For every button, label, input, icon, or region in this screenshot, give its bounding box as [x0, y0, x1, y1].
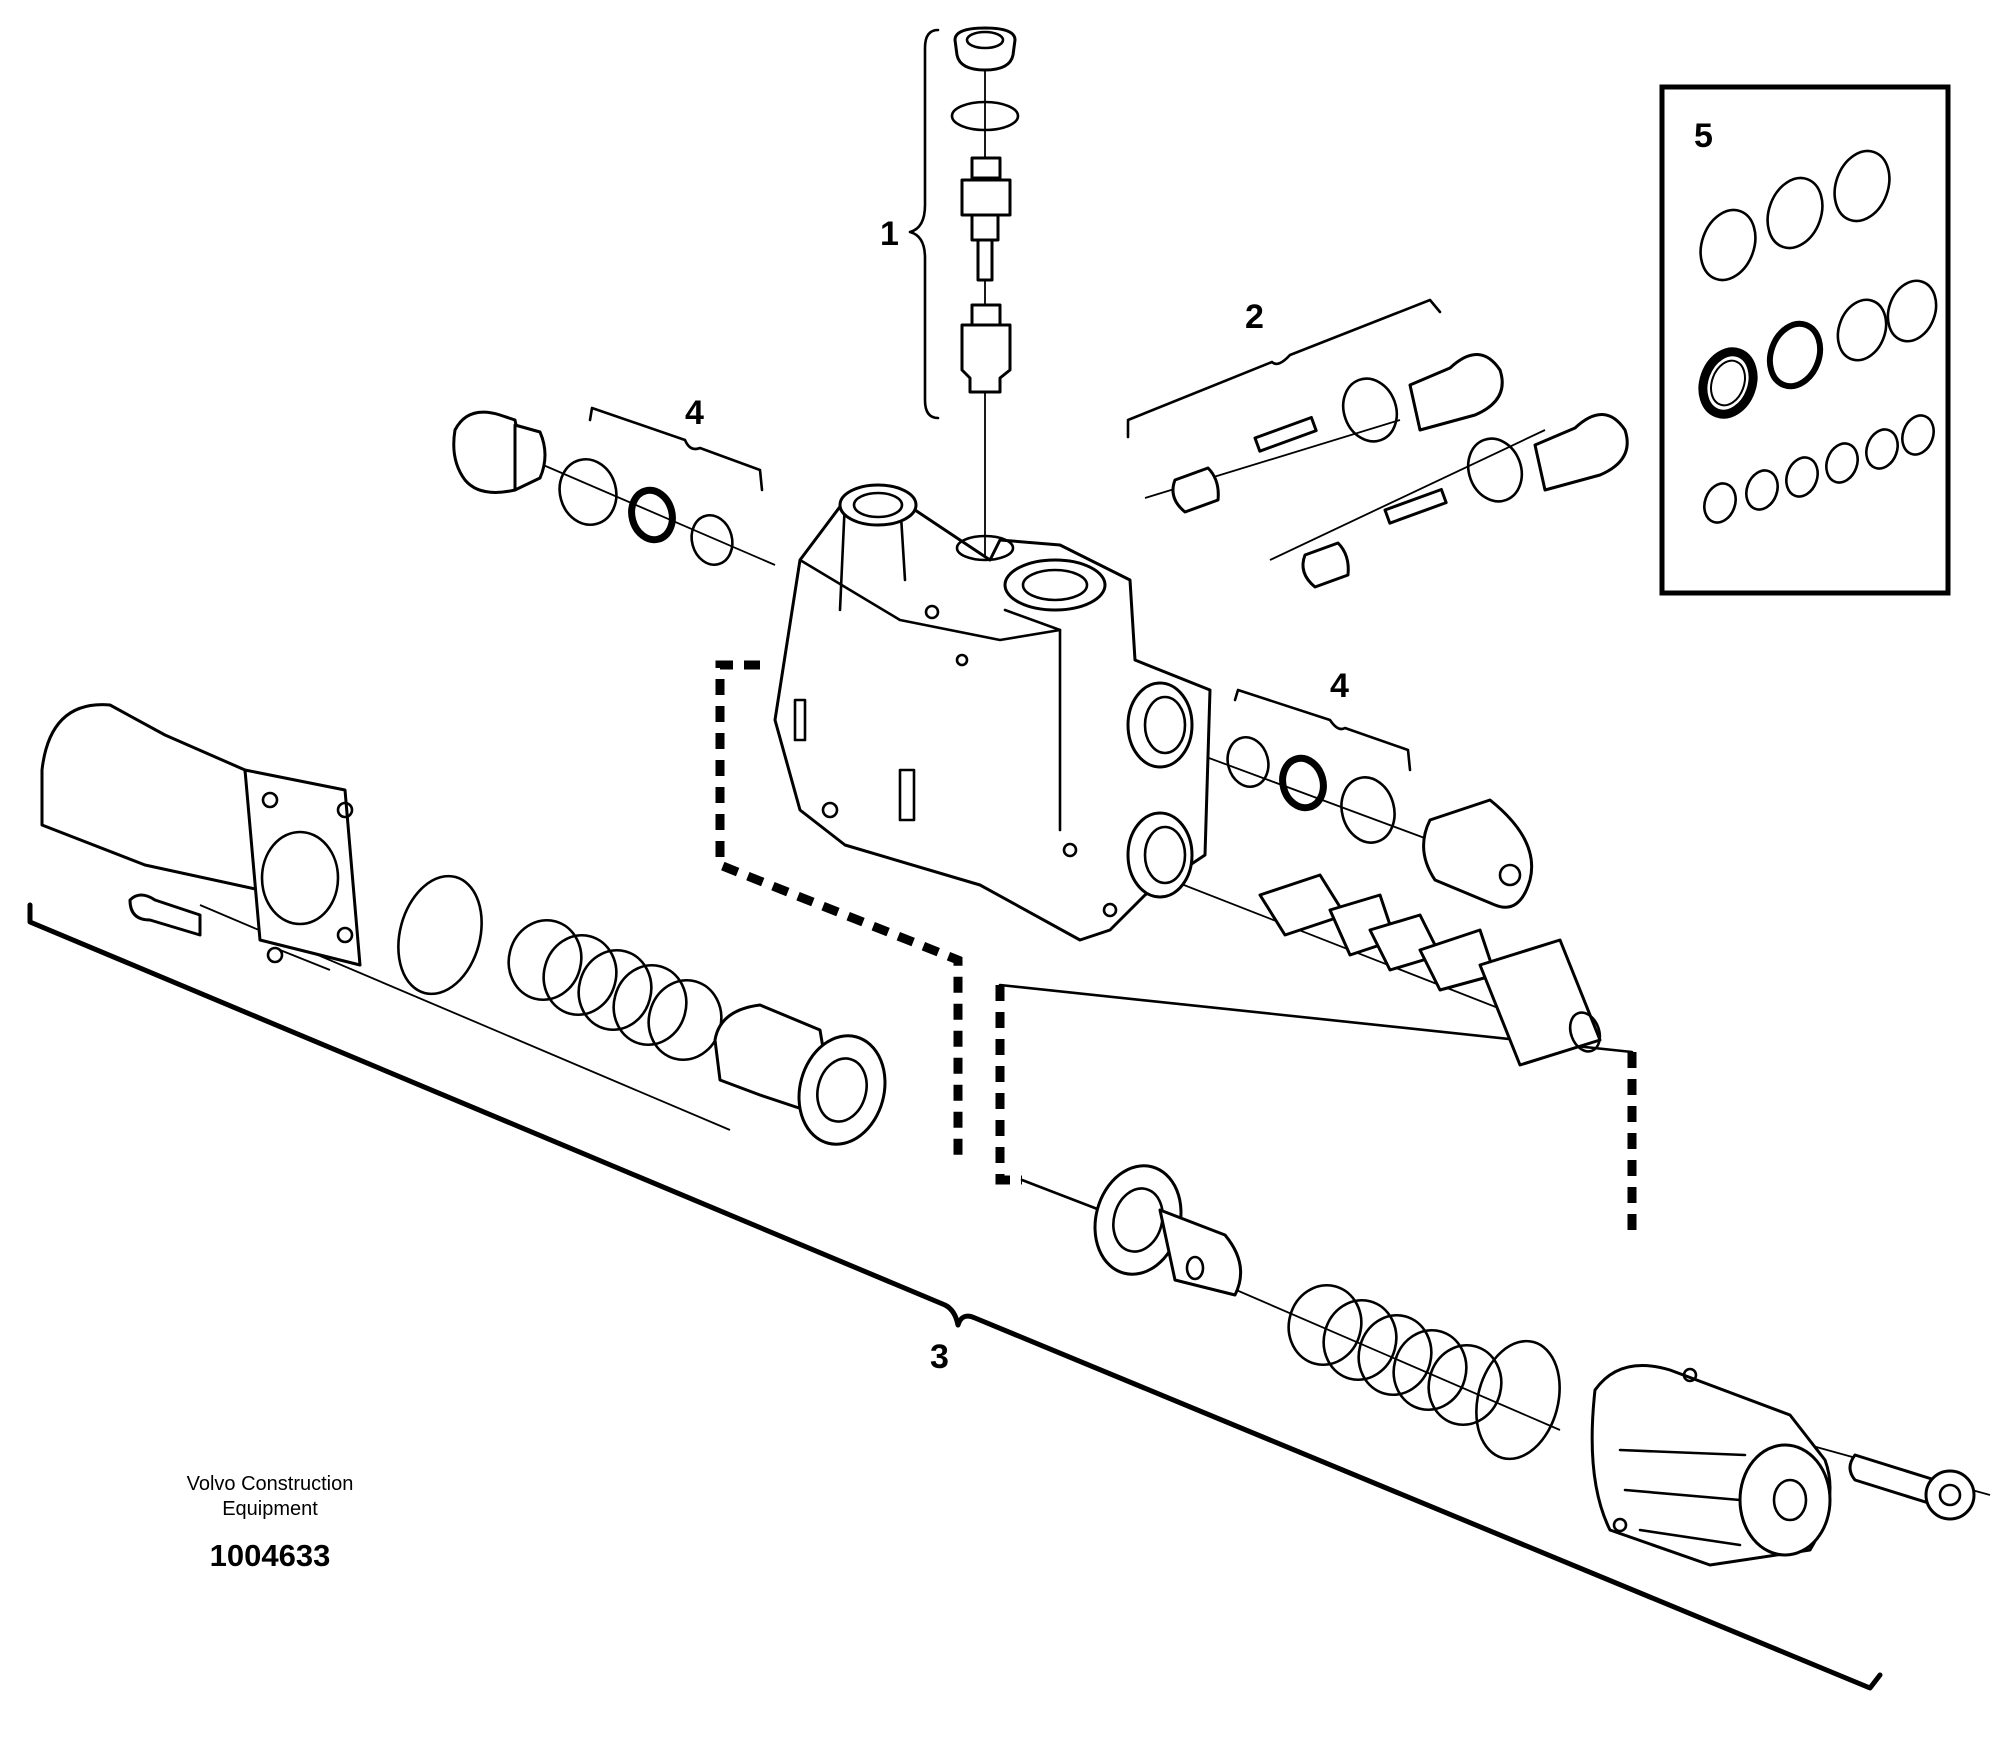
- brand-line-2: Equipment: [222, 1498, 318, 1520]
- bracket-1: [908, 28, 940, 420]
- callout-4-left: 4: [685, 394, 704, 432]
- right-o-ring: [1475, 1339, 1561, 1461]
- right-end-cap: [1590, 1364, 1832, 1567]
- poppet-assemblies-2: [1171, 353, 1629, 589]
- bracket-3: [27, 902, 1883, 1691]
- kit-box-5: [1659, 84, 1951, 596]
- spool: [1258, 873, 1602, 1067]
- valve-body: [773, 483, 1212, 942]
- callout-2: 2: [1245, 298, 1264, 336]
- left-port-plug: [452, 410, 734, 566]
- brand-line-1: Volvo Construction: [187, 1473, 354, 1495]
- callout-3: 3: [930, 1338, 949, 1376]
- bracket-2: [1126, 298, 1442, 439]
- right-spring-seat: [1093, 1164, 1243, 1297]
- left-spring: [507, 918, 723, 1062]
- left-o-ring: [397, 874, 483, 996]
- document-number: 1004633: [210, 1538, 331, 1573]
- relief-valve-stack-1: [950, 26, 1020, 394]
- left-spring-seat: [713, 1003, 887, 1146]
- bracket-4-left: [588, 406, 764, 492]
- bracket-4-right: [1233, 688, 1412, 772]
- callout-5: 5: [1694, 117, 1713, 155]
- right-spring: [1287, 1283, 1503, 1427]
- right-port-plug: [1226, 736, 1534, 909]
- callout-4-right: 4: [1330, 667, 1349, 705]
- left-end-cap: [40, 703, 362, 967]
- right-cap-bolt: [1848, 1453, 1976, 1521]
- callout-1: 1: [880, 215, 899, 253]
